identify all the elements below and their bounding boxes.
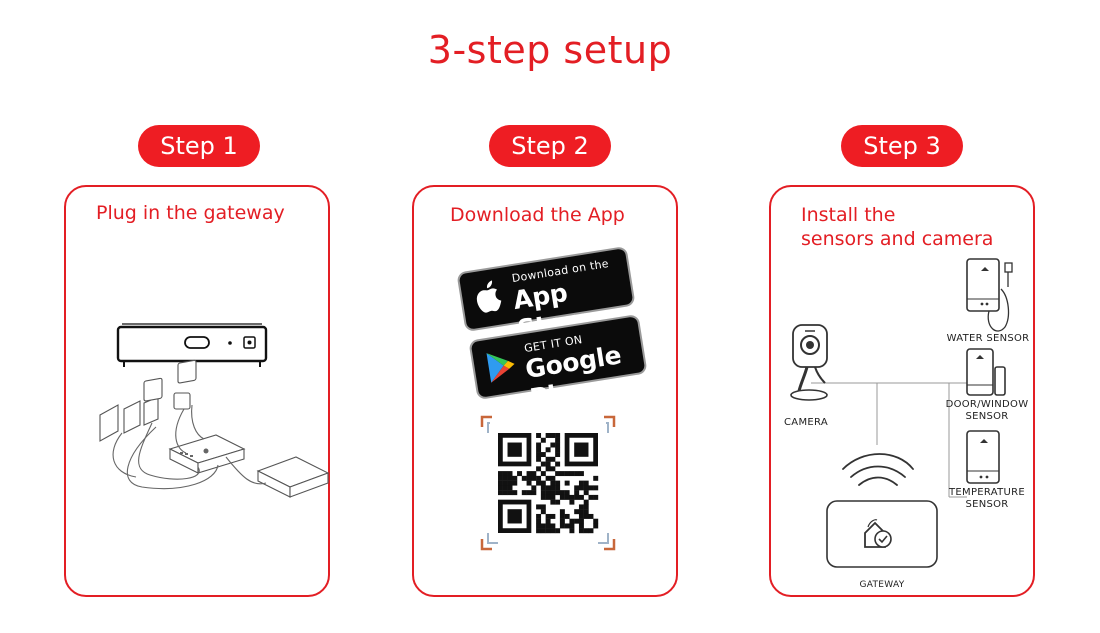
wifi-signal-icon — [842, 453, 914, 486]
camera-label: CAMERA — [784, 417, 828, 428]
door-window-sensor-label-line-2: SENSOR — [965, 411, 1009, 422]
step-2-pill: Step 2 — [489, 125, 611, 167]
step-1-heading: Plug in the gateway — [96, 202, 285, 224]
step-3-pill: Step 3 — [841, 125, 963, 167]
wiring-illustration — [99, 359, 330, 498]
step-3-heading-line-1: Install the — [801, 204, 896, 226]
door-window-sensor-illustration — [966, 348, 1006, 396]
step-3-heading-line-2: sensors and camera — [801, 228, 994, 250]
water-sensor-label: WATER SENSOR — [946, 333, 1030, 344]
step-2-heading: Download the App — [450, 204, 625, 226]
gateway-label: GATEWAY — [859, 580, 905, 590]
apple-logo-icon — [476, 280, 502, 313]
temperature-sensor-label-line-1: TEMPERATURE — [948, 487, 1025, 498]
step-3-card: Install the sensors and camera — [769, 185, 1035, 597]
step-1-pill: Step 1 — [138, 125, 260, 167]
camera-illustration — [790, 324, 828, 401]
google-play-badge[interactable]: GET IT ON Google Play — [468, 313, 648, 413]
system-diagram — [790, 258, 1013, 568]
step-1-card: Plug in the gateway — [64, 185, 330, 597]
gateway-illustration — [826, 500, 938, 568]
temperature-sensor-label-line-2: SENSOR — [965, 499, 1009, 510]
google-play-icon — [486, 353, 515, 383]
step-2-card: Download the App Download on the App Sto… — [412, 185, 678, 597]
app-store-badge[interactable]: Download on the App Store — [456, 245, 636, 344]
qr-code-icon[interactable] — [478, 413, 618, 553]
temperature-sensor-illustration — [966, 430, 1000, 484]
water-sensor-illustration — [966, 258, 1013, 332]
page-title: 3-step setup — [427, 28, 673, 72]
door-window-sensor-label-line-1: DOOR/WINDOW — [945, 399, 1029, 410]
